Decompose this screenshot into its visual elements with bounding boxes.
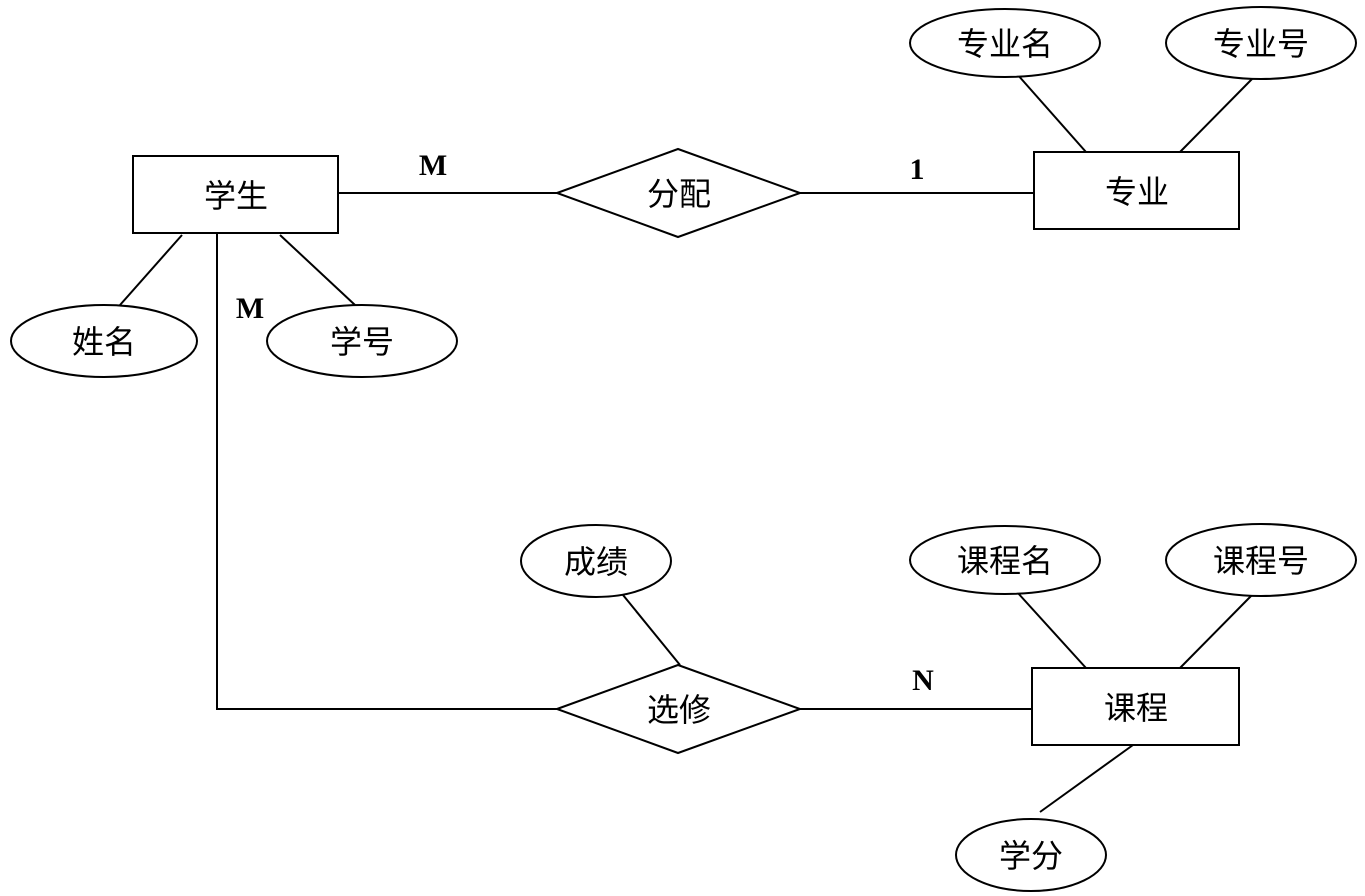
attribute-major-id-label: 专业号	[1213, 25, 1309, 63]
edge-enroll-grade	[622, 594, 681, 666]
attribute-course-name-label: 课程名	[957, 542, 1053, 580]
entity-major: 专业	[1033, 151, 1240, 230]
attribute-course-credit-label: 学分	[999, 837, 1063, 875]
edge-student-name	[119, 234, 183, 306]
edge-student-id	[279, 234, 356, 306]
edge-course-name	[1016, 591, 1087, 669]
attribute-student-name: 姓名	[10, 304, 198, 378]
attribute-student-name-label: 姓名	[72, 323, 136, 361]
relationship-assign-label: 分配	[647, 175, 711, 213]
edge-major-id	[1179, 78, 1253, 153]
cardinality-assign-major: 1	[910, 153, 925, 186]
entity-course: 课程	[1031, 667, 1240, 746]
attribute-major-name: 专业名	[909, 8, 1101, 78]
edge-course-id	[1179, 594, 1253, 669]
attribute-enroll-grade: 成绩	[520, 524, 672, 598]
attribute-student-id-label: 学号	[330, 323, 394, 361]
attribute-course-name: 课程名	[909, 525, 1101, 595]
cardinality-student-enroll: M	[236, 292, 264, 325]
entity-course-label: 课程	[1104, 689, 1168, 727]
attribute-course-credit: 学分	[955, 818, 1107, 892]
relationship-assign: 分配	[554, 147, 803, 239]
edge-course-credit	[1039, 744, 1134, 813]
cardinality-student-assign: M	[419, 149, 447, 182]
attribute-major-name-label: 专业名	[957, 25, 1053, 63]
entity-student-label: 学生	[204, 177, 268, 215]
edge-major-name	[1016, 73, 1087, 153]
entity-student: 学生	[132, 155, 339, 234]
attribute-course-id-label: 课程号	[1213, 542, 1309, 580]
entity-major-label: 专业	[1105, 173, 1169, 211]
edge-student-enroll	[216, 231, 557, 710]
attribute-student-id: 学号	[266, 304, 458, 378]
relationship-enroll-label: 选修	[647, 691, 711, 729]
attribute-course-id: 课程号	[1165, 523, 1357, 597]
edges	[119, 73, 1253, 813]
cardinality-enroll-course: N	[912, 664, 934, 697]
attribute-major-id: 专业号	[1165, 6, 1357, 80]
relationship-enroll: 选修	[554, 663, 803, 755]
attribute-enroll-grade-label: 成绩	[564, 543, 628, 581]
